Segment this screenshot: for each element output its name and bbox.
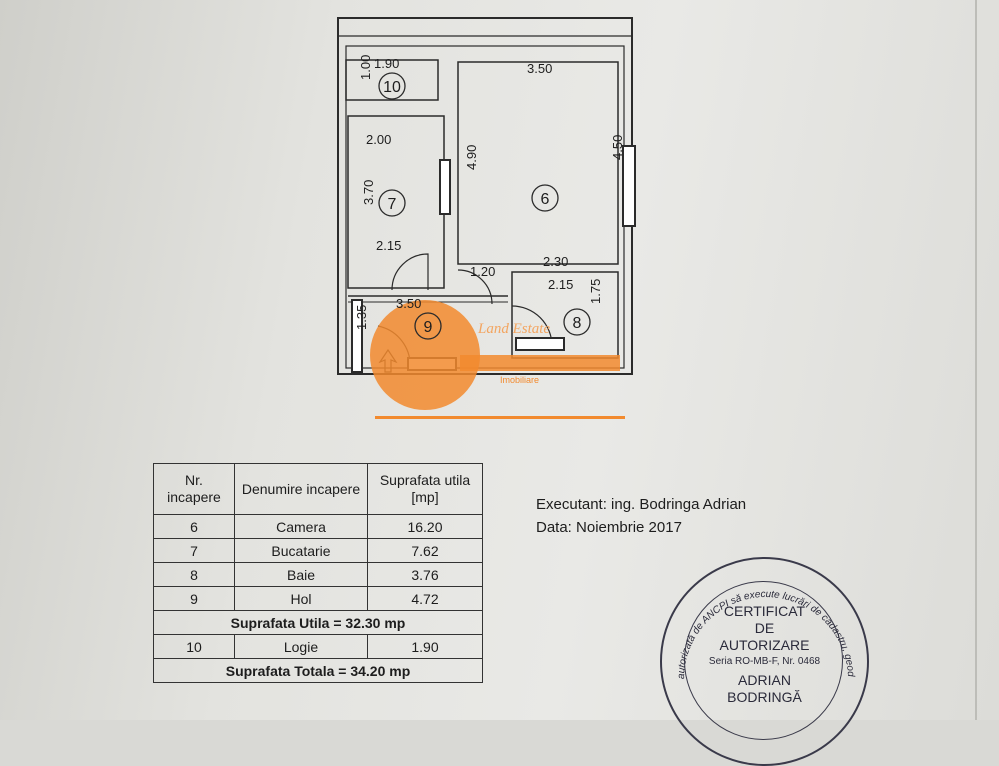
dim-label: 1.35 xyxy=(354,305,369,330)
date-text: Data: Noiembrie 2017 xyxy=(536,519,682,536)
room-area: 16.20 xyxy=(367,514,483,539)
useful-total-row: Suprafata Utila = 32.30 mp xyxy=(153,610,483,635)
grand-total-row: Suprafata Totala = 34.20 mp xyxy=(153,658,483,683)
dim-label: 1.00 xyxy=(358,55,373,80)
dim-label: 3.70 xyxy=(361,180,376,205)
room-nr: 10 xyxy=(153,634,235,659)
dim-label: 1.90 xyxy=(374,56,399,71)
room-nr: 7 xyxy=(153,538,235,563)
dim-label: 2.15 xyxy=(548,277,573,292)
watermark-logo: Land Estate Imobiliare xyxy=(370,300,625,419)
executant-text: Executant: ing. Bodringa Adrian xyxy=(536,496,747,513)
table-row: 8 Baie 3.76 xyxy=(153,562,483,587)
room-number: 7 xyxy=(388,196,397,213)
table-row: 7 Bucatarie 7.62 xyxy=(153,538,483,563)
room-name: Bucatarie xyxy=(234,538,368,563)
table-row: 6 Camera 16.20 xyxy=(153,514,483,539)
dim-label: 4.90 xyxy=(464,145,479,170)
room-area: 7.62 xyxy=(367,538,483,563)
room-nr: 9 xyxy=(153,586,235,611)
floor-plan: Land Estate Imobiliare 1.90 1.00 3.50 2.… xyxy=(337,17,636,419)
room-nr: 8 xyxy=(153,562,235,587)
stamp-line: BODRINGĂ xyxy=(727,689,802,705)
area-table: Nr. incapere Denumire incapere Suprafata… xyxy=(153,463,483,683)
stamp-line: ADRIAN xyxy=(738,672,791,688)
paper-edge xyxy=(975,0,977,720)
grand-total: Suprafata Totala = 34.20 mp xyxy=(153,658,483,683)
room-name: Camera xyxy=(234,514,368,539)
room-area: 3.76 xyxy=(367,562,483,587)
stamp-ring: autorizată de ANCPI să execute lucrări d… xyxy=(662,559,856,679)
room-number: 9 xyxy=(424,319,433,336)
useful-total: Suprafata Utila = 32.30 mp xyxy=(153,610,483,635)
dim-label: 3.50 xyxy=(527,61,552,76)
watermark-tagline: Imobiliare xyxy=(500,375,539,385)
stamp-line: DE xyxy=(754,620,775,636)
table-row: 9 Hol 4.72 xyxy=(153,586,483,611)
col-header-name: Denumire incapere xyxy=(234,463,368,515)
room-number: 10 xyxy=(383,79,401,96)
dim-label: 1.75 xyxy=(588,279,603,304)
stamp-line: AUTORIZARE xyxy=(719,637,810,653)
dim-label: 2.30 xyxy=(543,254,568,269)
room-name: Hol xyxy=(234,586,368,611)
watermark-brand: Land Estate xyxy=(477,321,550,337)
dim-label: 2.15 xyxy=(376,238,401,253)
table-row: 10 Logie 1.90 xyxy=(153,634,483,659)
room-nr: 6 xyxy=(153,514,235,539)
stamp-line: CERTIFICAT xyxy=(723,603,806,619)
stamp-line: Seria RO-MB-F, Nr. 0468 xyxy=(708,656,821,667)
dim-label: 2.00 xyxy=(366,132,391,147)
room-number: 8 xyxy=(573,315,582,332)
room-area: 4.72 xyxy=(367,586,483,611)
room-name: Baie xyxy=(234,562,368,587)
col-header-area: Suprafata utila [mp] xyxy=(367,463,483,515)
room-number: 6 xyxy=(541,191,550,208)
dim-label: 4.50 xyxy=(610,135,625,160)
col-header-nr: Nr. incapere xyxy=(153,463,235,515)
dim-label: 3.50 xyxy=(396,296,421,311)
certification-stamp: autorizată de ANCPI să execute lucrări d… xyxy=(660,557,869,766)
table-header-row: Nr. incapere Denumire incapere Suprafata… xyxy=(153,463,483,515)
dim-label: 1.20 xyxy=(470,264,495,279)
room-area: 1.90 xyxy=(367,634,483,659)
room-name: Logie xyxy=(234,634,368,659)
